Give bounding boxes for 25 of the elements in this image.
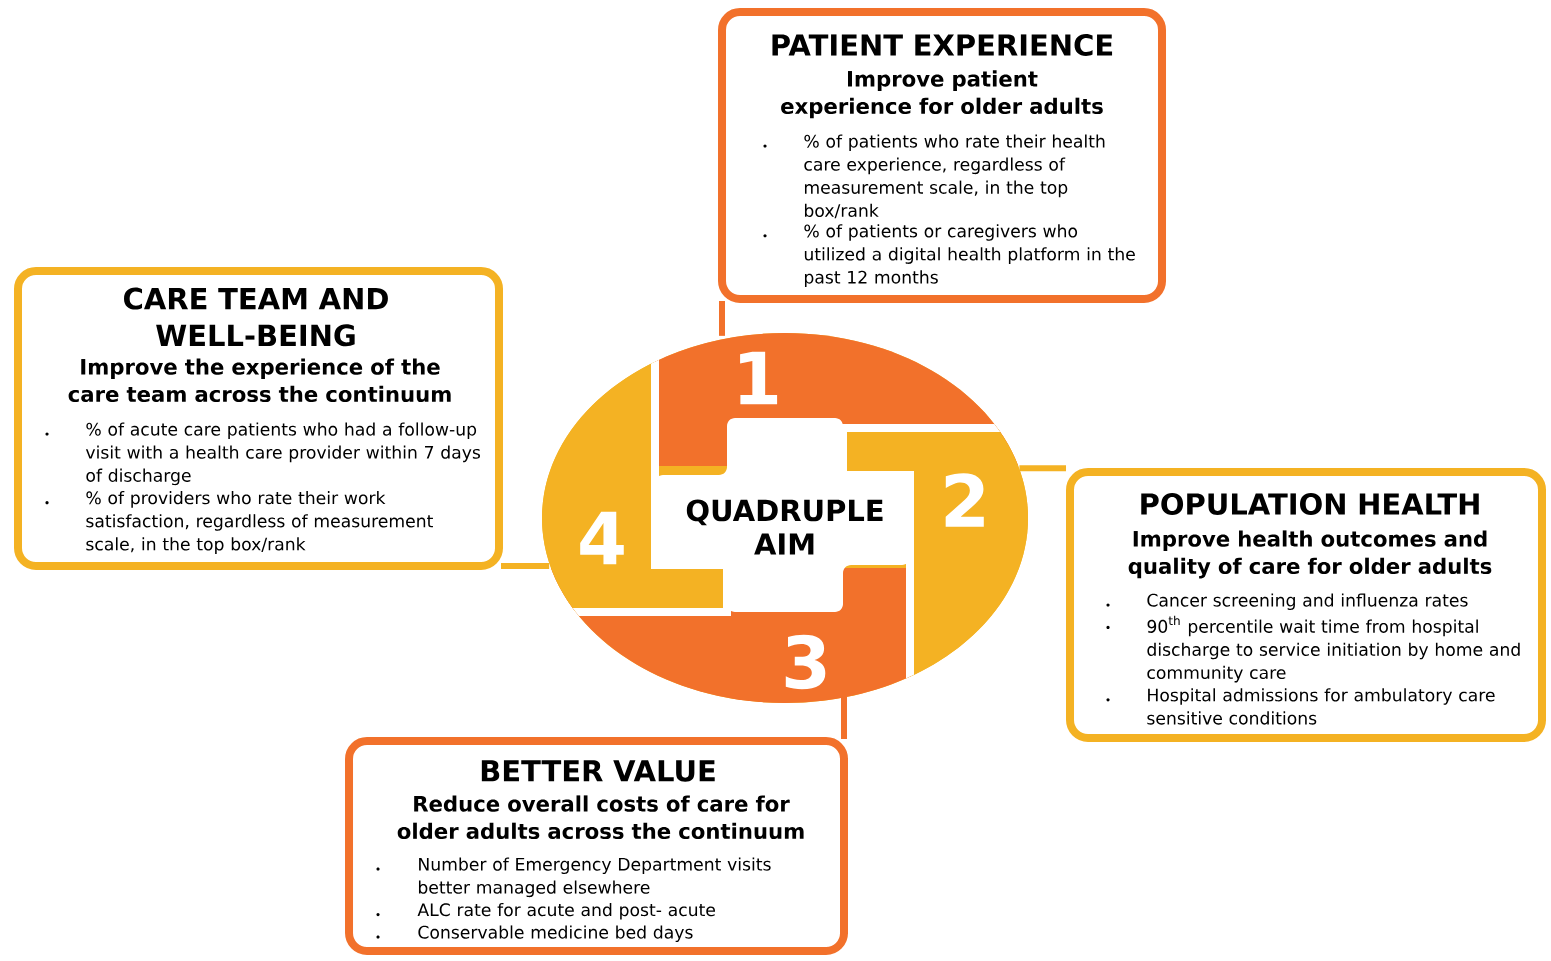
bullet-text: Cancer screening and influenza rates: [1147, 593, 1468, 611]
bullet-text: ALC rate for acute and post- acute: [417, 902, 715, 920]
bullet-text: Number of Emergency Department visits better managed elsewhere: [419, 857, 771, 898]
card-subtitle: Reduce overall costs of care for older adults across the continuum: [397, 795, 804, 840]
bullet-text: % of acute care patients who had a follow-up visit with a health care provider within 7 days of discharge: [85, 422, 481, 486]
card-title: PATIENT EXPERIENCE: [772, 34, 1113, 56]
card-title: BETTER VALUE: [481, 760, 715, 782]
segment-number: 2: [945, 473, 984, 527]
card-subtitle: Improve health outcomes and quality of care for older adults: [1128, 530, 1492, 579]
card-title: CARE TEAM AND WELL-BEING: [124, 287, 388, 347]
connector-line: [841, 696, 847, 739]
connector-line: [501, 563, 550, 569]
bullet-text: % of patients who rate their health care experience, regardless of measurement scale, in the top box/rank: [804, 134, 1105, 219]
segment-number: 3: [785, 634, 826, 690]
bullet-text: % of patients or caregivers who utilized a digital health platform in the past 12 months: [804, 224, 1135, 287]
bullet-text: 90$^{th}$ percentile wait time from hospital discharge to service initiation by home and community care: [1147, 615, 1520, 683]
bullet-text: Hospital admissions for ambulatory care sensitive conditions: [1147, 688, 1495, 725]
card-subtitle: Improve the experience of the care team across the continuum: [68, 358, 451, 403]
bullet-text: Conservable medicine bed days: [418, 925, 693, 943]
center-title: QUADRUPLE AIM: [686, 499, 883, 555]
card-subtitle: Improve patient experience for older adults: [781, 70, 1103, 119]
segment-number: 1: [740, 351, 778, 405]
card-title: POPULATION HEALTH: [1141, 493, 1479, 515]
bullet-text: % of providers who rate their work satisfaction, regardless of measurement scale, in the top box/rank: [86, 491, 433, 554]
segment-number: 4: [580, 511, 624, 565]
